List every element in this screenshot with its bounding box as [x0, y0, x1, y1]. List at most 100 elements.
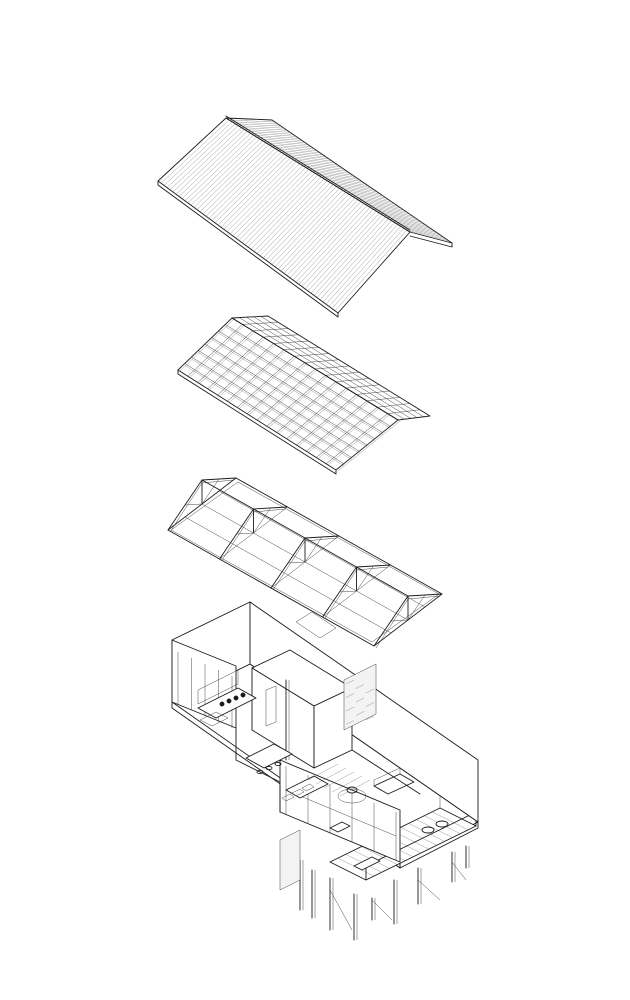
rafter	[177, 317, 233, 371]
roof-seam	[202, 146, 273, 215]
stone-foundation	[279, 829, 301, 891]
bar-stool	[274, 761, 282, 767]
rafter-edge	[318, 408, 380, 459]
stove-burner	[226, 698, 232, 704]
roof-seam	[354, 197, 399, 207]
roof-seam	[322, 222, 395, 303]
roof-seam	[275, 148, 321, 153]
deck-stool	[353, 856, 381, 871]
roof-ridge-cap	[225, 115, 411, 231]
rafter	[187, 324, 243, 377]
roof-seam	[184, 134, 254, 201]
roof-seam	[244, 172, 316, 245]
rafter	[246, 362, 305, 414]
roof-seam	[324, 178, 369, 186]
stone-joint	[355, 697, 365, 703]
rafter-edge	[268, 376, 328, 428]
rafter-edge	[179, 318, 235, 372]
floor-line	[307, 763, 339, 781]
roof-seam	[311, 171, 357, 178]
roof-seam	[296, 161, 342, 168]
rafter	[252, 328, 289, 331]
roof-seam	[281, 152, 327, 158]
interior-partition	[235, 727, 281, 813]
floor-line	[323, 771, 355, 789]
roof-seam	[253, 134, 300, 139]
roof-seam	[313, 216, 386, 296]
rafter-edge	[239, 357, 297, 409]
batten-edge	[204, 345, 368, 448]
roof-ridge	[225, 117, 411, 233]
roof-seam	[304, 210, 377, 289]
brace	[329, 889, 353, 931]
roof-seam	[169, 125, 239, 190]
rafter	[335, 419, 399, 471]
rafter-edge	[337, 420, 401, 472]
roof-seam	[370, 207, 414, 217]
roof-seam	[278, 150, 324, 155]
roof-seam	[406, 229, 450, 242]
roof-seam	[325, 224, 398, 305]
truss-web	[236, 532, 254, 535]
roof-seam	[217, 155, 288, 226]
rafter	[366, 397, 400, 402]
rafter	[276, 381, 336, 433]
rafter	[294, 353, 329, 357]
roof-seam	[247, 131, 294, 135]
truss-web	[390, 619, 409, 622]
roof-seam	[295, 205, 368, 283]
roof-seam	[187, 136, 257, 204]
stone-joint	[365, 715, 375, 721]
rafter	[387, 409, 420, 414]
rafter	[346, 384, 380, 389]
roof-seam	[330, 182, 375, 190]
rafter-edge	[199, 331, 255, 384]
dining-chair	[281, 793, 295, 802]
roof-seam	[357, 199, 402, 209]
roof-seam	[397, 224, 441, 235]
rafter	[316, 407, 378, 458]
roof-seam	[196, 142, 266, 210]
rafter	[325, 413, 388, 464]
truss-web	[201, 478, 220, 505]
truss-web	[304, 536, 323, 563]
roof-seam	[241, 171, 312, 243]
roof-seam	[259, 138, 306, 143]
rafter-edge	[249, 363, 307, 415]
roof-seam	[307, 212, 380, 292]
deck-board	[361, 846, 398, 865]
truss-ridge-beam	[201, 479, 409, 597]
truss-web	[356, 565, 374, 592]
roof-seam	[190, 138, 260, 206]
roof-seam	[379, 212, 423, 223]
roof-seam	[376, 210, 420, 221]
roof-seam	[317, 174, 363, 182]
roof-seam	[331, 228, 404, 309]
stove-burner	[240, 692, 246, 698]
rafter	[296, 394, 357, 446]
rafter	[397, 415, 431, 421]
roof-back-fascia	[409, 235, 453, 248]
roof-seam	[166, 123, 236, 188]
truss-web	[287, 561, 306, 564]
rafter	[377, 403, 410, 408]
deck-board	[416, 819, 453, 838]
brace	[417, 879, 441, 901]
rafter	[314, 365, 350, 370]
truss-tie	[373, 593, 443, 647]
roof-seam	[265, 142, 312, 147]
roof-seam	[238, 125, 285, 129]
roof-seam	[226, 161, 297, 232]
roof-seam	[316, 218, 389, 298]
truss-web	[184, 503, 203, 506]
batten-edge	[184, 365, 344, 466]
interior-partition	[351, 749, 421, 795]
roof-seam	[305, 167, 351, 174]
roof-seam	[292, 203, 365, 281]
rafter	[286, 387, 347, 439]
roof-seam	[333, 184, 378, 192]
batten-edge	[198, 352, 360, 454]
batten-edge	[211, 339, 375, 441]
batten-edge	[191, 358, 352, 460]
